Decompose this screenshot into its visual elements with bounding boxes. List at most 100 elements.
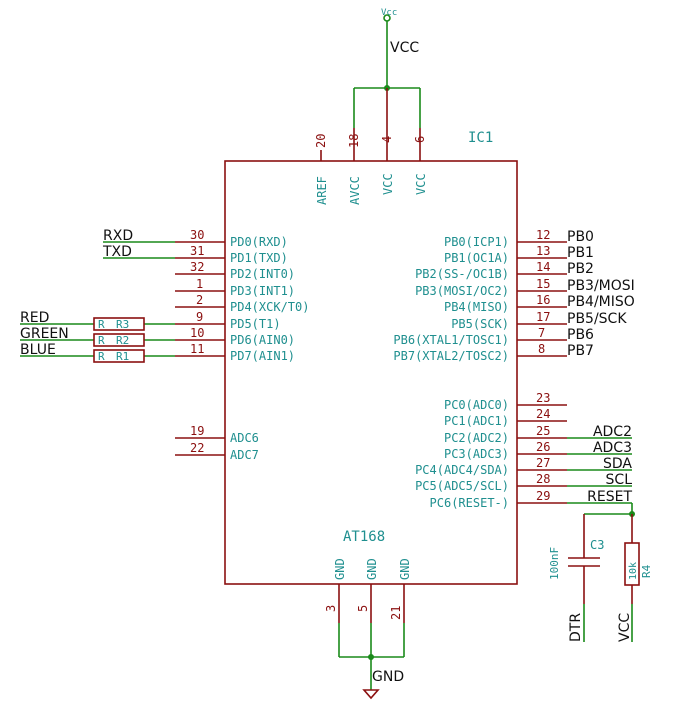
net-label-green: GREEN <box>20 326 69 342</box>
net-label-scl: SCL <box>606 472 633 488</box>
pin-name: PD6(AIN0) <box>230 333 295 347</box>
pin-name: ADC6 <box>230 431 259 445</box>
resistor-value: 10k <box>628 562 639 580</box>
pin-number: 7 <box>538 326 545 340</box>
pin-number: 17 <box>536 310 550 324</box>
resistor-r1: R R1 <box>93 349 145 363</box>
net-txd: TXD <box>102 244 175 260</box>
pin-number: 30 <box>190 228 204 242</box>
pin-name: PD0(RXD) <box>230 235 288 249</box>
pin-name: AVCC <box>348 176 362 205</box>
pin-number: 3 <box>324 605 338 612</box>
pin-number: 11 <box>190 342 204 356</box>
bottom-pin-gnd-3: GND 3 <box>324 558 347 657</box>
net-label-reset: RESET <box>587 489 632 505</box>
net-label-pb7: PB7 <box>567 343 594 359</box>
net-rxd: RXD <box>103 228 175 244</box>
left-pin-pd0: 30 PD0(RXD) <box>175 228 288 249</box>
pin-name: PD3(INT1) <box>230 284 295 298</box>
resistor-letter: R <box>98 350 105 363</box>
pin-name: PB0(ICP1) <box>444 235 509 249</box>
right-pin-pb1: 13 PB1(OC1A) <box>444 244 567 265</box>
net-label-gnd: GND <box>372 669 404 685</box>
pin-number: 12 <box>536 228 550 242</box>
pin-name: ADC7 <box>230 448 259 462</box>
pin-number: 13 <box>536 244 550 258</box>
pin-name: PB6(XTAL1/TOSC1) <box>393 333 509 347</box>
pin-number: 29 <box>536 489 550 503</box>
vcc-net-label: VCC <box>390 40 419 56</box>
net-label-blue: BLUE <box>20 342 56 358</box>
net-label-pb0: PB0 <box>567 229 594 245</box>
pin-number: 18 <box>347 134 361 148</box>
pin-number: 9 <box>196 310 203 324</box>
pin-name: AREF <box>315 176 329 205</box>
left-pin-adc6: 19 ADC6 <box>175 424 259 445</box>
right-pin-pb6: 7 PB6(XTAL1/TOSC1) <box>393 326 567 347</box>
right-pin-pb5: 17 PB5(SCK) <box>451 310 567 331</box>
pin-name: GND <box>365 558 379 580</box>
left-pin-pd1: 31 PD1(TXD) <box>175 244 288 265</box>
pin-name: PC5(ADC5/SCL) <box>415 479 509 493</box>
pin-number: 1 <box>196 277 203 291</box>
ic-body <box>224 160 518 585</box>
capacitor-ref: C3 <box>590 538 604 552</box>
right-pin-pc2: 25 PC2(ADC2) <box>444 424 567 445</box>
resistor-r4: 10k R4 VCC <box>617 514 653 642</box>
net-label-pb3: PB3/MOSI <box>567 278 635 294</box>
pin-name: PC0(ADC0) <box>444 398 509 412</box>
net-label-pb2: PB2 <box>567 261 594 277</box>
pin-name: PD5(T1) <box>230 317 281 331</box>
resistor-ref: R3 <box>116 318 129 331</box>
net-label-dtr: DTR <box>568 613 584 642</box>
pin-number: 28 <box>536 472 550 486</box>
pin-name: GND <box>333 558 347 580</box>
junction-dot <box>368 654 374 660</box>
net-label-pb6: PB6 <box>567 327 594 343</box>
left-pin-pd7: 11 PD7(AIN1) <box>175 342 295 363</box>
right-pin-pc4: 27 PC4(ADC4/SDA) <box>415 456 567 477</box>
net-label-txd: TXD <box>102 244 132 260</box>
capacitor-c3: C3 100nF DTR <box>548 514 604 642</box>
top-pin-vcc-4: 4 VCC <box>380 88 395 195</box>
net-blue: BLUE <box>20 342 175 358</box>
pin-number: 10 <box>190 326 204 340</box>
pin-name: PD7(AIN1) <box>230 349 295 363</box>
net-reset: RESET <box>567 489 635 517</box>
net-label-rxd: RXD <box>103 228 133 244</box>
right-pin-pc1: 24 PC1(ADC1) <box>444 407 567 428</box>
pin-name: PB5(SCK) <box>451 317 509 331</box>
bottom-pin-gnd-21: GND 21 <box>389 558 412 657</box>
pin-name: PB1(OC1A) <box>444 251 509 265</box>
pin-number: 21 <box>389 606 403 620</box>
pin-name: PC1(ADC1) <box>444 414 509 428</box>
top-pin-aref: 20 AREF <box>314 134 329 205</box>
vcc-flag-label: Vcc <box>381 8 397 18</box>
right-pin-pb7: 8 PB7(XTAL2/TOSC2) <box>393 342 567 363</box>
right-pin-pb4: 16 PB4(MISO) <box>444 293 567 314</box>
pin-number: 15 <box>536 277 550 291</box>
pin-name: PB4(MISO) <box>444 300 509 314</box>
resistor-letter: R <box>98 334 105 347</box>
pin-name: PD2(INT0) <box>230 267 295 281</box>
pin-name: VCC <box>414 173 428 195</box>
net-green: GREEN <box>20 326 175 342</box>
pin-number: 24 <box>536 407 550 421</box>
top-pin-vcc-6: 6 VCC <box>413 128 428 195</box>
net-label-red: RED <box>20 310 49 326</box>
pin-number: 14 <box>536 260 550 274</box>
ic-value-label: AT168 <box>343 529 385 545</box>
left-pin-pd6: 10 PD6(AIN0) <box>175 326 295 347</box>
pin-number: 5 <box>356 605 370 612</box>
resistor-r3: R R3 <box>93 317 145 331</box>
pin-number: 20 <box>314 134 328 148</box>
net-label-pb1: PB1 <box>567 245 594 261</box>
ic-ref-label: IC1 <box>468 130 493 146</box>
pin-number: 19 <box>190 424 204 438</box>
net-label-adc2: ADC2 <box>593 424 632 440</box>
left-pin-pd4: 2 PD4(XCK/T0) <box>175 293 309 314</box>
pin-name: PB7(XTAL2/TOSC2) <box>393 349 509 363</box>
net-labels-port-b: PB0 PB1 PB2 PB3/MOSI PB4/MISO PB5/SCK PB… <box>567 229 635 359</box>
pin-number: 26 <box>536 440 550 454</box>
net-adc2: ADC2 <box>567 424 632 440</box>
